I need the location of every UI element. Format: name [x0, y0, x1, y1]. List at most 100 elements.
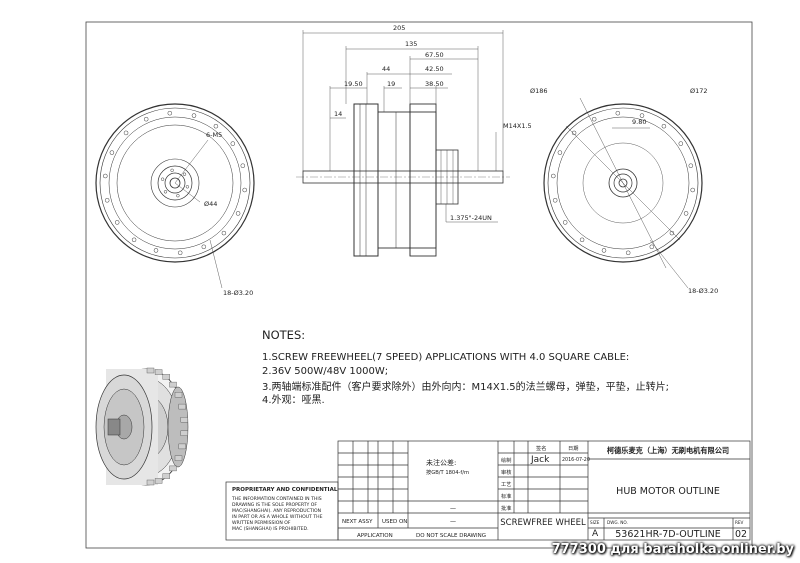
drawing-date: 2016-07-20 — [562, 457, 590, 463]
spoke-hole — [182, 172, 187, 176]
spoke-hole — [242, 187, 247, 193]
offset-9-80-label: 9.80 — [632, 118, 646, 126]
dash-value: — — [450, 505, 456, 512]
motor-fin — [180, 417, 189, 423]
spoke-hole — [104, 198, 110, 203]
spoke-hole — [601, 248, 607, 253]
drafter-name: Jack — [530, 455, 550, 465]
drawing-border — [85, 21, 753, 549]
spoke-hole — [170, 168, 174, 172]
application-label: APPLICATION — [357, 533, 393, 539]
spoke-hole — [552, 198, 558, 203]
drawing-title: HUB MOTOR OUTLINE — [616, 486, 720, 497]
width-38-50-label: 38.50 — [425, 80, 444, 88]
holes-6m5-label: 6-M5 — [206, 131, 222, 139]
spoke-hole — [191, 113, 197, 118]
drawing-number: 53621HR-7D-OUTLINE — [615, 529, 721, 540]
motor-fin — [180, 430, 189, 436]
row-craft-label: 工艺 — [501, 481, 511, 488]
spoke-hole — [131, 237, 137, 243]
motor-fin — [162, 473, 171, 479]
part-name: SCREWFREE WHEEL — [500, 518, 586, 528]
spoke-hole — [649, 244, 655, 250]
width-19-label: 19 — [387, 80, 395, 88]
motor-fin — [169, 381, 177, 388]
header-sign: 签名 — [536, 444, 546, 452]
spoke-hole — [235, 211, 241, 216]
revision: 02 — [735, 529, 747, 540]
spoke-hole — [103, 173, 108, 179]
tolerance-ref: 按GB/T 1804-f/m — [426, 468, 469, 476]
width-44-label: 44 — [382, 65, 390, 73]
proprietary-line: DRAWING IS THE SOLE PROPERTY OF — [232, 502, 317, 508]
note-line-1: 1.SCREW FREEWHEEL(7 SPEED) APPLICATIONS … — [262, 352, 630, 363]
size-value: A — [592, 529, 599, 539]
proprietary-line: MAC (SHANGHAI) IS PROHIBITED. — [232, 526, 309, 532]
motor-fins — [146, 367, 189, 486]
dwg-label: DWG. NO. — [607, 520, 628, 525]
spoke-hole — [591, 116, 597, 122]
spoke-hole — [230, 141, 236, 146]
spoke-hole — [688, 163, 694, 168]
do-not-scale-label: DO NOT SCALE DRAWING — [416, 533, 486, 539]
proprietary-title: PROPRIETARY AND CONFIDENTIAL — [232, 487, 338, 493]
spoke-hole — [625, 250, 631, 256]
spoke-hole — [185, 185, 190, 189]
used-on-label: USED ON — [382, 519, 407, 525]
spoke-hole — [683, 211, 689, 216]
width-42-50-label: 42.50 — [425, 65, 444, 73]
proprietary-line: IN PART OR AS A WHOLE WITHOUT THE — [232, 514, 323, 520]
spoke-holes-right — [551, 110, 695, 256]
spoke-hole — [557, 150, 563, 155]
spoke-hole — [690, 187, 695, 193]
spoke-hole — [143, 116, 149, 122]
dia-172-label: Ø172 — [690, 87, 708, 95]
customer-note-label: 未注公差: — [426, 458, 456, 467]
dia-186-label: Ø186 — [530, 87, 548, 95]
thread-m14-label: M14X1.5 — [503, 122, 532, 130]
row-check-label: 审核 — [501, 468, 511, 476]
spoke-holes-left — [103, 110, 247, 256]
spoke-hole — [221, 230, 227, 236]
dash-value: — — [450, 518, 456, 525]
notes-title: NOTES: — [262, 328, 306, 342]
motor-fin — [146, 479, 155, 486]
motor-fin — [178, 403, 187, 410]
note-line-4: 4.外观：哑黑. — [262, 395, 325, 406]
motor-fin — [154, 478, 163, 484]
spoke-hole — [562, 220, 568, 225]
left-end-view — [95, 103, 255, 289]
motor-fin — [169, 465, 177, 472]
spoke-hole — [114, 220, 120, 225]
motor-fin — [174, 392, 183, 398]
width-14-label: 14 — [334, 110, 342, 118]
holes-left-label: 18-Ø3.20 — [223, 289, 253, 297]
right-end-view — [543, 97, 703, 289]
motor-iso-view — [95, 367, 189, 486]
width-19-50-label: 19.50 — [344, 80, 363, 88]
rev-label: REV — [735, 520, 744, 525]
spoke-hole — [176, 194, 180, 198]
spoke-hole — [639, 113, 645, 118]
row-approve-label: 批准 — [501, 504, 511, 512]
spoke-hole — [213, 123, 219, 129]
holes-right-label: 18-Ø3.20 — [688, 287, 718, 295]
spoke-hole — [160, 177, 165, 181]
spoke-hole — [109, 150, 115, 155]
spoke-hole — [669, 230, 675, 236]
size-label: SIZE — [590, 520, 600, 525]
proprietary-line: MAC(SHANGHAI). ANY REPRODUCTION — [232, 508, 321, 514]
motor-fin — [174, 455, 183, 461]
thread-freewheel-label: 1.375"-24UN — [450, 214, 492, 222]
side-view — [296, 30, 510, 257]
next-assy-label: NEXT ASSY — [342, 519, 373, 525]
spoke-hole — [153, 248, 159, 253]
spoke-hole — [163, 190, 168, 194]
motor-fin — [162, 374, 171, 380]
note-line-2: 2.36V 500W/48V 1000W; — [262, 366, 389, 377]
spoke-hole — [571, 130, 577, 136]
spoke-hole — [240, 163, 246, 168]
motor-fin — [178, 443, 187, 450]
watermark: 777300 для baraholka.onliner.by — [551, 542, 794, 557]
